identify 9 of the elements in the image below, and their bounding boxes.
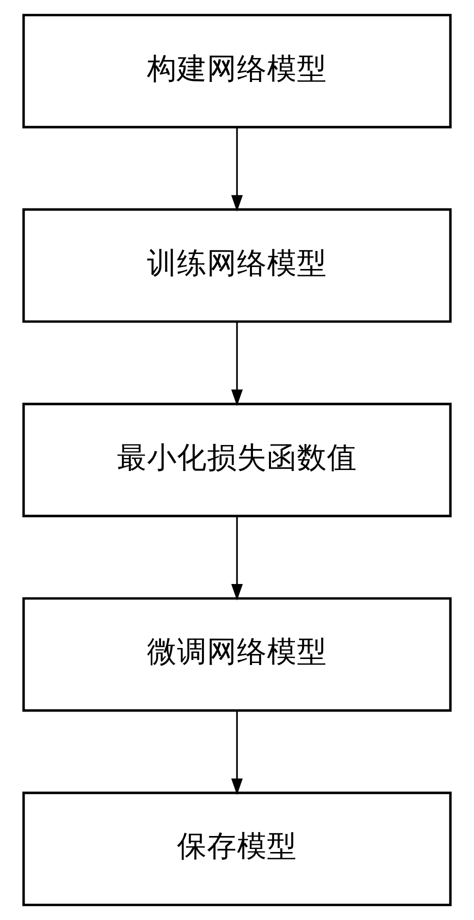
arrow [231, 710, 243, 795]
arrow [231, 516, 243, 601]
node-box: 保存模型 [22, 792, 452, 906]
node-box: 微调网络模型 [22, 597, 452, 712]
node-box: 构建网络模型 [22, 14, 452, 128]
node-box: 训练网络模型 [22, 208, 452, 323]
arrow [231, 128, 243, 212]
node-box: 最小化损失函数值 [22, 402, 452, 518]
arrow [231, 322, 243, 406]
